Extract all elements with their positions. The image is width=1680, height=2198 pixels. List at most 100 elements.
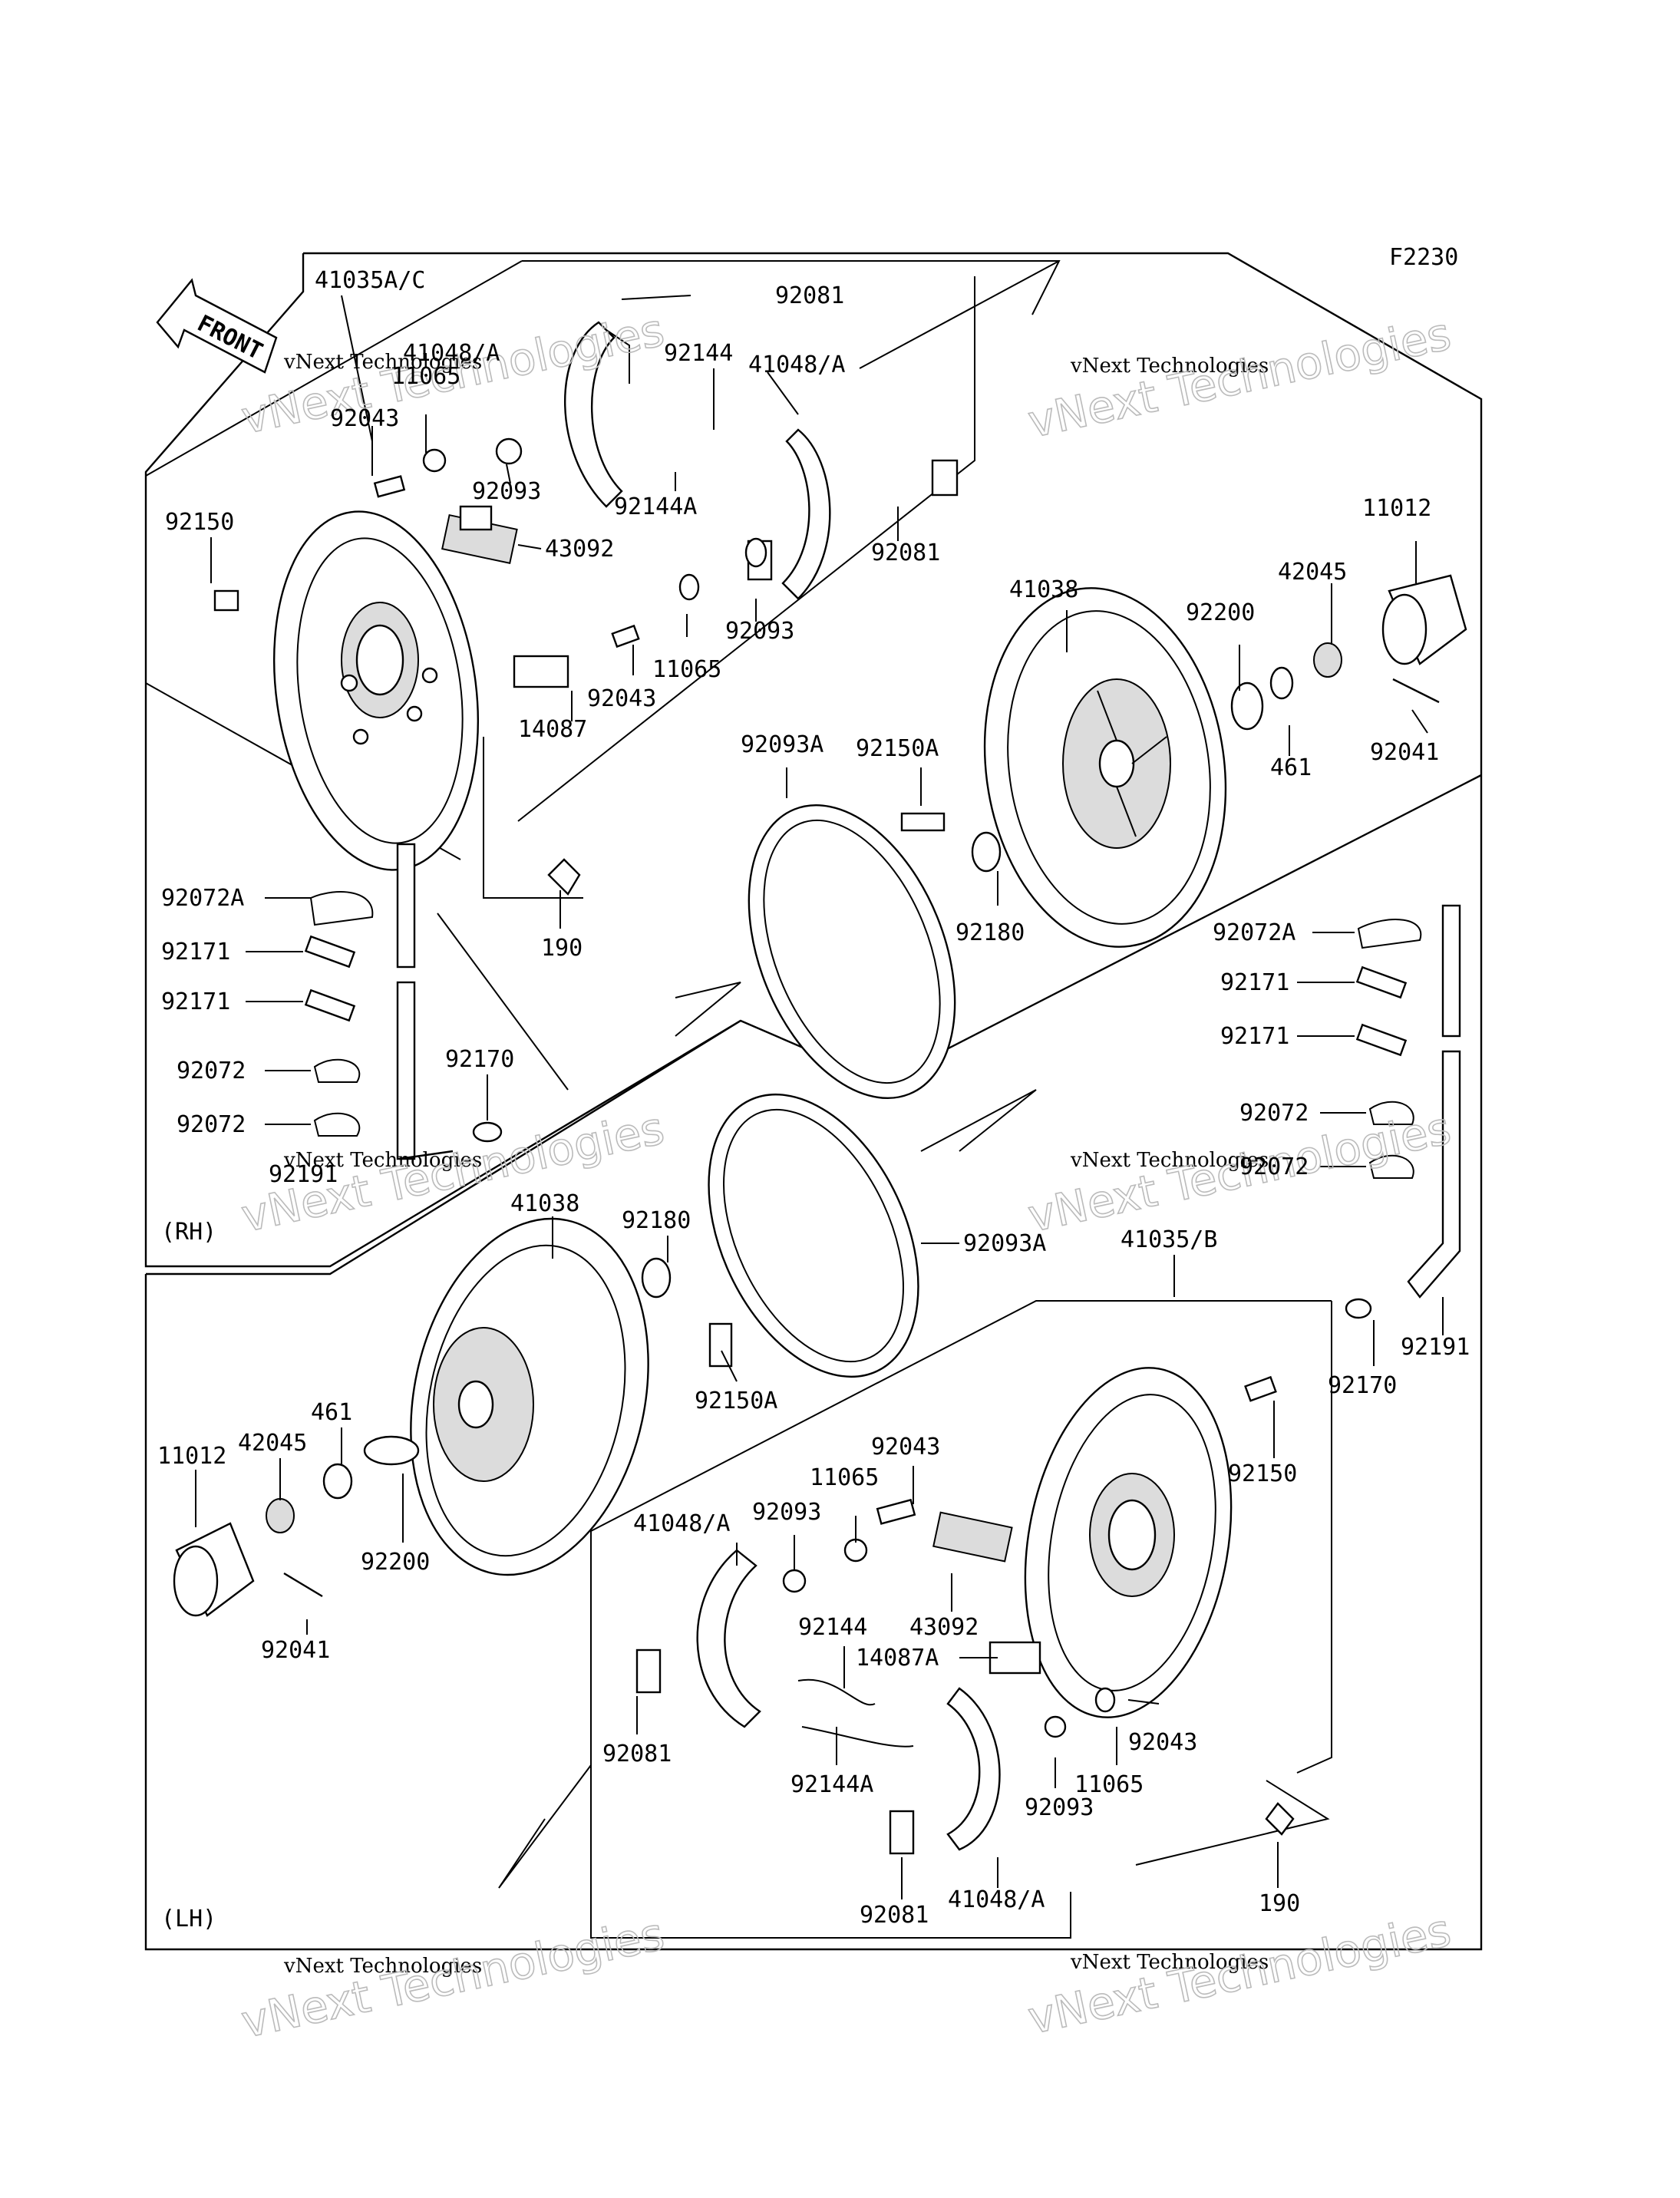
part-label: 92093 <box>725 618 794 645</box>
front-arrow-icon: FRONT <box>156 278 278 374</box>
part-label: 92191 <box>269 1161 338 1188</box>
part-label: 11065 <box>391 363 460 390</box>
rh-seal-ring <box>748 804 956 1100</box>
lh-seal-ring <box>708 1093 919 1378</box>
rh-shoe-1 <box>564 321 630 508</box>
part-label: 92081 <box>860 1902 929 1929</box>
lh-shoes <box>696 1549 1001 1851</box>
part-label: 41048/A <box>403 340 500 367</box>
part-label: 92171 <box>1220 969 1289 996</box>
part-label: 461 <box>311 1399 352 1426</box>
rh-small-parts <box>213 437 1440 896</box>
watermark-text: vNext Technologies <box>283 1955 482 1978</box>
section-label-lh: (LH) <box>161 1906 216 1932</box>
watermark-text: vNext Technologies <box>1024 1904 1455 2045</box>
part-label: 92043 <box>1128 1729 1197 1756</box>
part-label: 92041 <box>261 1637 330 1664</box>
part-label: 92081 <box>775 282 844 309</box>
part-label: 92144A <box>790 1771 873 1798</box>
part-label: 42045 <box>1278 559 1347 586</box>
part-label: 92144 <box>664 340 733 367</box>
part-label: 43092 <box>909 1614 979 1641</box>
part-label: 11065 <box>1074 1771 1144 1798</box>
part-label: 92150A <box>695 1388 777 1414</box>
part-label: 92072 <box>1239 1100 1309 1127</box>
part-label: 11065 <box>810 1464 879 1491</box>
part-label: 92144 <box>798 1614 867 1641</box>
part-label: 41038 <box>1009 576 1078 603</box>
part-label: 92072 <box>1239 1153 1309 1180</box>
watermark-text: vNext Technologies <box>1024 308 1455 448</box>
part-label: 92041 <box>1370 739 1439 766</box>
part-label: 92072 <box>177 1111 246 1138</box>
part-label: 92170 <box>445 1046 514 1073</box>
part-label: 92200 <box>1186 599 1255 626</box>
part-label: 92081 <box>871 540 940 566</box>
part-label: 92093 <box>472 478 541 505</box>
lh-hub-cap <box>173 1522 255 1617</box>
watermark-text: vNext Technologies <box>283 1149 482 1172</box>
watermark-text: vNext Technologies <box>1070 1149 1269 1172</box>
part-label: 92200 <box>361 1549 430 1576</box>
part-label: 190 <box>1259 1890 1300 1917</box>
part-label: 14087 <box>518 716 587 743</box>
part-label: 92171 <box>1220 1023 1289 1050</box>
watermark-text: vNext Technologies <box>1070 1951 1269 1974</box>
part-label: 92093 <box>1025 1794 1094 1821</box>
rh-hub-cap <box>1381 574 1467 665</box>
part-label: 92093A <box>963 1230 1046 1257</box>
part-label: 92072A <box>161 885 244 912</box>
part-label: 92144A <box>614 493 697 520</box>
watermark-text: vNext Technologies <box>283 351 482 374</box>
rh-shoe-2 <box>781 428 831 600</box>
part-label: 92043 <box>330 405 399 432</box>
part-label: 190 <box>541 935 583 962</box>
leader-lines <box>195 295 1444 1899</box>
watermark-text: vNext Technologies <box>1070 355 1269 378</box>
part-label: 92150 <box>1228 1460 1297 1487</box>
part-label: 92191 <box>1401 1334 1470 1361</box>
rh-brake-drum <box>983 587 1227 948</box>
part-labels: 41035A/C 92081 41048/A 92144 41048/A 110… <box>157 267 1470 1929</box>
part-label: 41035A/C <box>315 267 426 294</box>
part-label: 461 <box>1270 754 1312 781</box>
rh-hose <box>396 843 454 1160</box>
part-label: 92093 <box>752 1499 821 1526</box>
right-clamps <box>1355 904 1461 1299</box>
rh-clamps <box>304 891 503 1143</box>
part-label: 92180 <box>956 919 1025 946</box>
part-label: 92170 <box>1328 1372 1397 1399</box>
part-label: 92171 <box>161 988 230 1015</box>
part-label: 41048/A <box>748 351 845 378</box>
part-label: 11065 <box>652 656 721 683</box>
watermark-text: vNext Technologies <box>237 1908 668 2048</box>
part-label: 92171 <box>161 939 230 965</box>
part-label: 41048/A <box>948 1886 1045 1913</box>
part-label: 92180 <box>622 1207 691 1234</box>
part-label: 92072A <box>1213 919 1295 946</box>
part-label: 92081 <box>602 1741 672 1767</box>
section-label-rh: (RH) <box>161 1219 216 1246</box>
lh-frame <box>144 775 1483 1951</box>
part-label: 92150A <box>856 735 939 762</box>
part-label: 11012 <box>1362 495 1431 522</box>
rh-wheel-cylinder <box>441 505 518 565</box>
part-label: 42045 <box>238 1430 307 1457</box>
lh-brake-drum <box>410 1217 649 1576</box>
lh-small-parts <box>266 1257 1372 1855</box>
part-label: 41038 <box>510 1190 579 1217</box>
part-label: 92043 <box>587 685 656 712</box>
part-label: 14087A <box>856 1645 939 1672</box>
part-label: 92093A <box>741 731 823 758</box>
part-label: 41035/B <box>1121 1226 1217 1253</box>
part-label: 11012 <box>157 1443 226 1470</box>
part-label: 43092 <box>545 536 614 563</box>
part-label: 92043 <box>871 1434 940 1460</box>
lh-inner-frame <box>498 1089 1332 1939</box>
part-label: 92072 <box>177 1058 246 1084</box>
rh-backing-plate <box>272 510 480 871</box>
lh-wheel-cylinder <box>932 1511 1013 1563</box>
figure-code: F2230 <box>1389 244 1458 271</box>
part-label: 41048/A <box>633 1510 730 1537</box>
